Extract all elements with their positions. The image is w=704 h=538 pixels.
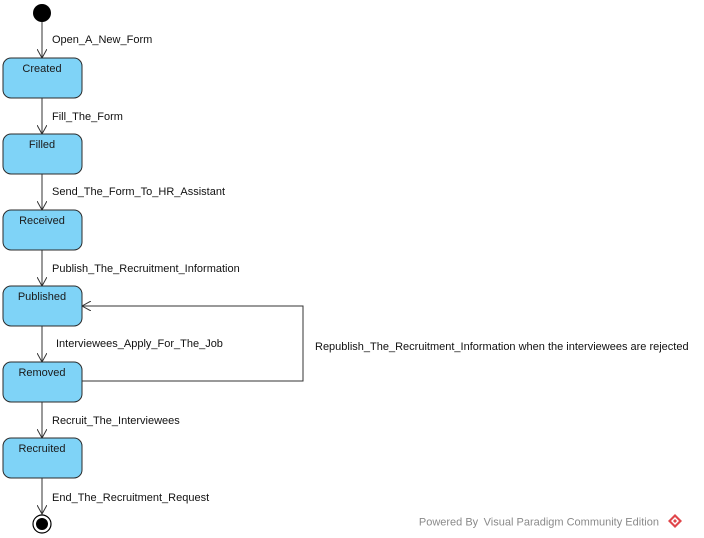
transition-republish	[82, 306, 304, 382]
transition-label-republish: Republish_The_Recruitment_Information wh…	[315, 341, 689, 353]
state-label: Published	[18, 291, 66, 303]
transition-label-apply: Interviewees_Apply_For_The_Job	[56, 338, 223, 350]
watermark-text: Powered By Visual Paradigm Community Edi…	[418, 516, 659, 529]
state-label: Recruited	[18, 443, 65, 455]
final-node	[32, 514, 52, 534]
state-label: Received	[19, 215, 65, 227]
state-published: Published	[2, 285, 83, 327]
transition-label-end: End_The_Recruitment_Request	[52, 492, 209, 504]
state-received: Received	[2, 209, 83, 251]
state-recruited: Recruited	[2, 437, 83, 479]
state-filled: Filled	[2, 133, 83, 175]
initial-node	[33, 4, 51, 22]
state-label: Created	[22, 63, 61, 75]
transition-label-recruit: Recruit_The_Interviewees	[52, 415, 180, 427]
state-label: Removed	[18, 367, 65, 379]
transition-label-publish: Publish_The_Recruitment_Information	[52, 263, 240, 275]
transition-label-send-form: Send_The_Form_To_HR_Assistant	[52, 186, 225, 198]
transition-label-fill-form: Fill_The_Form	[52, 111, 123, 123]
state-removed: Removed	[2, 361, 83, 403]
transition-label-open-form: Open_A_New_Form	[52, 34, 152, 46]
state-label: Filled	[29, 139, 55, 151]
visual-paradigm-logo-icon	[668, 514, 682, 531]
watermark: Powered By Visual Paradigm Community Edi…	[419, 514, 682, 531]
state-created: Created	[2, 57, 83, 99]
